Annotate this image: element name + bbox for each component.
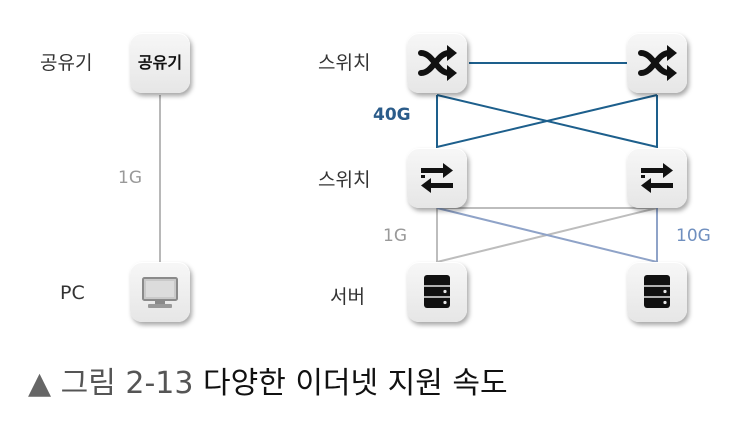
monitor-icon: [142, 277, 178, 308]
label-server: 서버: [330, 286, 365, 308]
label-router: 공유기: [40, 52, 93, 74]
figure-caption: ▲ 그림 2-13 다양한 이더넷 지원 속도: [28, 358, 508, 402]
switch-top-right: [627, 33, 687, 93]
server-stack-icon: [644, 275, 670, 308]
server-stack-icon: [424, 275, 450, 308]
speed-server-right: 10G: [676, 226, 711, 246]
core-right-bracket: [436, 94, 658, 149]
caption-figure-number: 그림 2-13: [60, 366, 194, 401]
pc-device: [130, 262, 190, 322]
label-switch-mid: 스위치: [318, 169, 371, 191]
speed-core-link: 40G: [373, 105, 411, 125]
server-left: [407, 262, 467, 322]
caption-marker: ▲: [28, 366, 52, 401]
crossed-arrows-icon: [638, 45, 677, 81]
caption-title: 다양한 이더넷 지원 속도: [203, 366, 508, 401]
server-right: [627, 262, 687, 322]
router-box-label: 공유기: [137, 53, 183, 72]
core-left-bracket: [436, 94, 658, 149]
exchange-arrows-icon: [641, 163, 673, 193]
crossed-arrows-icon: [418, 45, 457, 81]
switch-top-left: [407, 33, 467, 93]
speed-server-left: 1G: [383, 226, 407, 246]
exchange-arrows-icon: [421, 163, 453, 193]
router-device: 공유기: [130, 33, 190, 93]
label-pc: PC: [60, 282, 85, 304]
label-switch-top: 스위치: [318, 52, 371, 74]
speed-pc-link: 1G: [118, 168, 142, 188]
switch-mid-left: [407, 148, 467, 208]
switch-mid-right: [627, 148, 687, 208]
